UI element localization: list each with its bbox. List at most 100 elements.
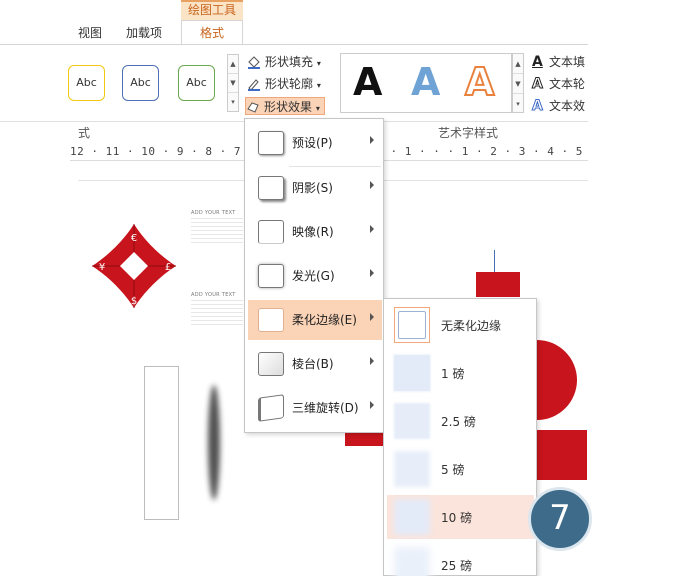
empty-rectangle-shape[interactable] bbox=[144, 366, 179, 520]
dollar-symbol: $ bbox=[131, 296, 137, 307]
soft-edge-option-10pt[interactable]: 10 磅 bbox=[387, 495, 534, 539]
soft-edge-option-5pt[interactable]: 5 磅 bbox=[387, 447, 534, 491]
shape-fill-button[interactable]: 形状填充 ▾ bbox=[247, 53, 321, 71]
menu-item-label: 棱台(B) bbox=[292, 357, 334, 371]
menu-item-preset[interactable]: 预设(P) bbox=[248, 123, 382, 163]
soft-edges-submenu: 无柔化边缘 1 磅 2.5 磅 5 磅 10 磅 25 磅 bbox=[383, 298, 537, 576]
shape-effects-label: 形状效果 bbox=[264, 100, 313, 114]
pencil-icon bbox=[248, 79, 260, 91]
text-outline-label: 文本轮 bbox=[549, 77, 586, 91]
currency-diamond-graphic: € ¥ £ $ bbox=[92, 224, 176, 308]
preset-icon bbox=[258, 131, 284, 155]
shape-effects-button[interactable]: 形状效果 ▾ bbox=[245, 97, 325, 115]
menu-item-reflection[interactable]: 映像(R) bbox=[248, 212, 382, 252]
3d-rotation-icon bbox=[258, 394, 284, 422]
text-outline-icon: A bbox=[532, 76, 544, 93]
shadow-icon bbox=[258, 176, 284, 200]
step-number-badge: 7 bbox=[528, 487, 592, 551]
soft-edge-option-label: 1 磅 bbox=[441, 367, 465, 381]
chevron-right-icon bbox=[370, 136, 374, 144]
shape-style-thumbnail-3[interactable]: Abc bbox=[178, 65, 215, 101]
wordart-gallery-scroll[interactable]: ▲ ▼ ▾ bbox=[512, 53, 524, 113]
paint-bucket-icon bbox=[248, 56, 260, 69]
tab-addins[interactable]: 加载项 bbox=[126, 26, 163, 40]
scroll-up-icon[interactable]: ▲ bbox=[228, 55, 238, 74]
soft-edge-preview-icon bbox=[394, 451, 430, 487]
menu-item-label: 三维旋转(D) bbox=[292, 401, 359, 415]
chevron-right-icon bbox=[370, 269, 374, 277]
euro-symbol: € bbox=[131, 233, 137, 244]
menu-item-glow[interactable]: 发光(G) bbox=[248, 256, 382, 296]
text-effects-button[interactable]: A 文本效 bbox=[532, 97, 586, 115]
selection-handle-line bbox=[494, 250, 495, 272]
text-effects-label: 文本效 bbox=[549, 99, 586, 113]
shape-outline-button[interactable]: 形状轮廓 ▾ bbox=[247, 75, 321, 93]
soft-edges-icon bbox=[258, 308, 284, 332]
scroll-up-icon[interactable]: ▲ bbox=[513, 54, 523, 74]
red-ribbon-shape-top[interactable] bbox=[476, 272, 520, 297]
menu-item-label: 柔化边缘(E) bbox=[292, 313, 357, 327]
soft-edge-option-label: 10 磅 bbox=[441, 511, 473, 525]
reflection-icon bbox=[258, 220, 284, 244]
more-icon[interactable]: ▾ bbox=[516, 100, 520, 108]
soft-edge-option-2-5pt[interactable]: 2.5 磅 bbox=[387, 399, 534, 443]
scroll-down-icon[interactable]: ▼ bbox=[513, 74, 523, 94]
menu-item-label: 预设(P) bbox=[292, 136, 333, 150]
chevron-right-icon bbox=[370, 313, 374, 321]
shape-style-gallery-scroll[interactable]: ▲ ▼ ▾ bbox=[227, 54, 239, 112]
text-effects-icon: A bbox=[532, 98, 544, 115]
glow-icon bbox=[258, 264, 284, 288]
shape-styles-group-label: 式 bbox=[78, 126, 91, 140]
soft-edge-preview-icon bbox=[394, 499, 430, 535]
wordart-sample-black[interactable]: A bbox=[353, 60, 383, 104]
menu-item-soft-edges[interactable]: 柔化边缘(E) bbox=[248, 300, 382, 340]
menu-item-label: 映像(R) bbox=[292, 225, 334, 239]
yen-symbol: ¥ bbox=[99, 262, 105, 273]
soft-edge-preview-icon bbox=[394, 403, 430, 439]
text-fill-button[interactable]: A 文本填 bbox=[532, 53, 585, 71]
placeholder-body-lines-2 bbox=[191, 300, 243, 325]
soft-edge-option-none[interactable]: 无柔化边缘 bbox=[387, 303, 534, 347]
shape-style-thumbnail-2[interactable]: Abc bbox=[122, 65, 159, 101]
menu-item-label: 发光(G) bbox=[292, 269, 335, 283]
menu-separator bbox=[289, 166, 381, 167]
placeholder-heading-1: ADD YOUR TEXT bbox=[191, 210, 236, 216]
chevron-right-icon bbox=[370, 357, 374, 365]
red-ribbon-shape-right[interactable] bbox=[537, 340, 577, 420]
tab-format[interactable]: 格式 bbox=[181, 20, 243, 45]
soft-edge-option-25pt[interactable]: 25 磅 bbox=[387, 543, 534, 576]
chevron-right-icon bbox=[370, 181, 374, 189]
soft-edge-option-label: 无柔化边缘 bbox=[441, 319, 502, 333]
wordart-sample-orange[interactable]: A bbox=[464, 59, 495, 105]
red-ribbon-shape-bottom[interactable] bbox=[345, 432, 385, 446]
menu-item-3d-rotation[interactable]: 三维旋转(D) bbox=[248, 388, 382, 428]
soft-edge-preview-icon bbox=[394, 547, 430, 576]
menu-item-shadow[interactable]: 阴影(S) bbox=[248, 168, 382, 208]
wordart-styles-group-label: 艺术字样式 bbox=[438, 126, 499, 140]
bevel-icon bbox=[258, 352, 284, 376]
placeholder-heading-2: ADD YOUR TEXT bbox=[191, 292, 236, 298]
chevron-right-icon bbox=[370, 225, 374, 233]
soft-edge-option-label: 5 磅 bbox=[441, 463, 465, 477]
soft-edge-option-label: 2.5 磅 bbox=[441, 415, 476, 429]
soft-edge-option-label: 25 磅 bbox=[441, 559, 473, 573]
menu-item-bevel[interactable]: 棱台(B) bbox=[248, 344, 382, 384]
soft-edge-preview-icon bbox=[394, 355, 430, 391]
red-ribbon-shape-corner[interactable] bbox=[537, 430, 587, 480]
shape-style-thumbnail-1[interactable]: Abc bbox=[68, 65, 105, 101]
text-outline-button[interactable]: A 文本轮 bbox=[532, 75, 586, 93]
chevron-right-icon bbox=[370, 401, 374, 409]
text-fill-label: 文本填 bbox=[549, 55, 586, 69]
menu-item-label: 阴影(S) bbox=[292, 181, 333, 195]
no-soft-edge-icon bbox=[394, 307, 430, 343]
more-icon[interactable]: ▾ bbox=[231, 98, 235, 106]
soft-edge-option-1pt[interactable]: 1 磅 bbox=[387, 351, 534, 395]
drawing-tools-context-header: 绘图工具 bbox=[181, 0, 243, 20]
blurred-line-shape[interactable] bbox=[208, 385, 220, 500]
wordart-sample-blue[interactable]: A bbox=[411, 60, 441, 104]
tab-view[interactable]: 视图 bbox=[78, 26, 103, 40]
wordart-style-gallery[interactable]: A A A bbox=[340, 53, 512, 113]
text-fill-icon: A bbox=[532, 54, 543, 70]
shape-outline-label: 形状轮廓 bbox=[265, 77, 314, 91]
scroll-down-icon[interactable]: ▼ bbox=[228, 74, 238, 93]
